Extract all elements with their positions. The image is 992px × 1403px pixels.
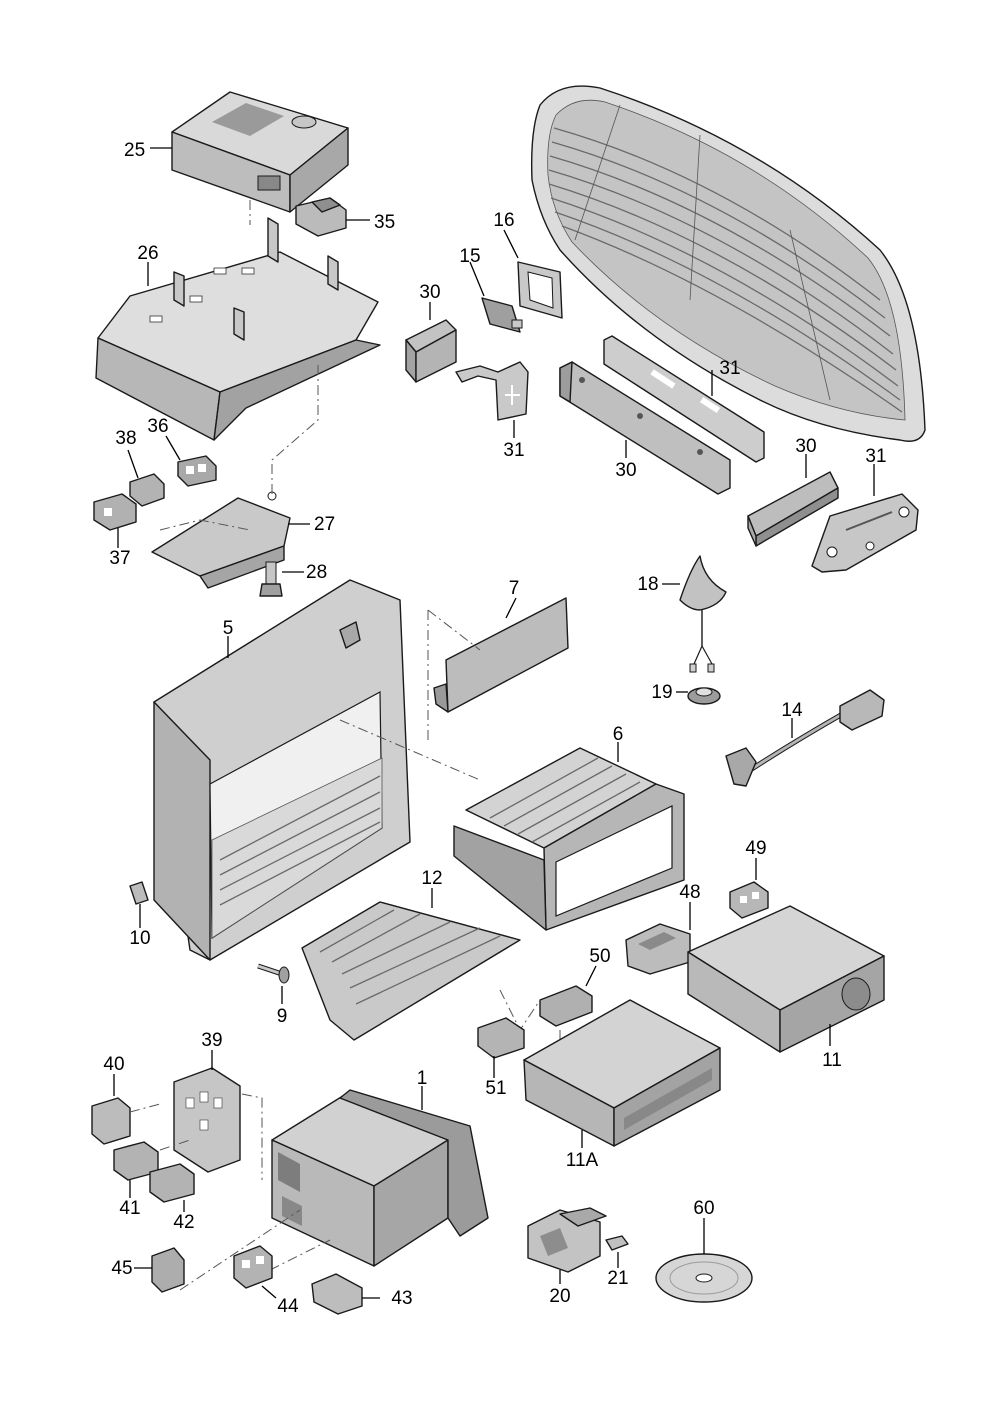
part-7-cover: [433, 597, 569, 713]
assembly-line: [271, 365, 319, 495]
part-label-35: 35: [374, 212, 395, 233]
part-label-21: 21: [607, 1268, 628, 1289]
part-10-clip: [129, 881, 149, 905]
part-label-50: 50: [589, 946, 610, 967]
part-43-bracket: [311, 1273, 363, 1315]
part-label-38: 38: [115, 428, 136, 449]
part-42-connector: [149, 1163, 195, 1203]
part-51-connector: [477, 1017, 525, 1059]
part-36-connector: [177, 455, 217, 487]
part-48-bracket: [625, 923, 691, 975]
leader-7: [505, 597, 517, 619]
part-label-1: 1: [417, 1068, 428, 1089]
leader-15: [469, 261, 485, 297]
part-label-31: 31: [865, 446, 886, 467]
leader-36: [165, 435, 181, 461]
part-27-module: [151, 491, 291, 589]
leader-38: [127, 449, 139, 479]
part-label-42: 42: [173, 1212, 194, 1233]
part-label-39: 39: [201, 1030, 222, 1051]
part-label-10: 10: [129, 928, 150, 949]
part-21-clip: [605, 1235, 629, 1251]
part-label-40: 40: [103, 1054, 124, 1075]
part-38-connector: [129, 473, 165, 507]
part-37-connector: [93, 493, 137, 531]
part-26-mounting-tray: [95, 217, 381, 441]
part-label-28: 28: [306, 562, 327, 583]
part-label-45: 45: [111, 1258, 132, 1279]
part-39-connector-housing: [173, 1067, 241, 1173]
part-label-27: 27: [314, 514, 335, 535]
part-50-connector: [539, 985, 593, 1027]
part-label-19: 19: [651, 682, 672, 703]
part-11-cd-changer: [687, 905, 885, 1053]
part-30-panel: [747, 471, 839, 547]
part-label-16: 16: [493, 210, 514, 231]
part-label-20: 20: [549, 1286, 570, 1307]
part-31-mount-plate: [811, 493, 919, 573]
part-49-connector: [729, 881, 769, 919]
part-label-25: 25: [124, 140, 145, 161]
part-label-31: 31: [719, 358, 740, 379]
part-label-51: 51: [485, 1078, 506, 1099]
part-label-18: 18: [637, 574, 658, 595]
leader-44: [261, 1285, 277, 1299]
part-label-43: 43: [391, 1288, 412, 1309]
part-31-strip: [603, 335, 765, 463]
assembly-line: [159, 519, 251, 531]
part-label-49: 49: [745, 838, 766, 859]
part-label-60: 60: [693, 1198, 714, 1219]
part-label-15: 15: [459, 246, 480, 267]
part-12-mat: [301, 901, 521, 1041]
part-5-housing: [153, 579, 411, 961]
part-28-bolt: [259, 561, 283, 597]
part-11A-radio-unit: [523, 999, 721, 1147]
part-9-screw: [257, 963, 290, 984]
part-label-26: 26: [137, 243, 158, 264]
part-label-48: 48: [679, 882, 700, 903]
assembly-line: [129, 1093, 331, 1291]
part-6-chassis: [453, 747, 685, 931]
rear-window-antenna: [531, 85, 926, 442]
leader-16: [503, 229, 519, 259]
part-16-bracket: [517, 261, 563, 319]
part-label-30: 30: [419, 282, 440, 303]
part-label-30: 30: [615, 460, 636, 481]
part-35-connector: [295, 197, 347, 237]
part-45-connector: [151, 1247, 185, 1293]
part-label-14: 14: [781, 700, 803, 721]
part-15-amplifier: [481, 297, 523, 333]
part-label-5: 5: [223, 618, 234, 639]
part-25-control-unit: [171, 91, 349, 213]
leader-50: [585, 965, 597, 987]
part-31-bracket-a: [455, 361, 529, 421]
part-label-6: 6: [613, 724, 624, 745]
part-label-11A: 11A: [566, 1150, 599, 1171]
part-44-connector: [233, 1245, 273, 1289]
part-label-44: 44: [277, 1296, 299, 1317]
part-30-module-b: [559, 361, 731, 495]
part-60-disc: [655, 1253, 753, 1303]
part-label-12: 12: [421, 868, 442, 889]
part-30-module-a: [405, 319, 457, 383]
part-40-connector: [91, 1097, 131, 1145]
part-label-7: 7: [509, 578, 520, 599]
part-20-relay: [527, 1207, 607, 1273]
assembly-line: [339, 719, 481, 781]
part-label-30: 30: [795, 436, 816, 457]
part-1-radio-display: [271, 1089, 489, 1267]
part-label-31: 31: [503, 440, 524, 461]
part-label-9: 9: [277, 1006, 288, 1027]
assembly-line: [427, 609, 481, 740]
part-18-fin-antenna: [679, 555, 727, 673]
part-label-41: 41: [119, 1198, 140, 1219]
part-label-37: 37: [109, 548, 130, 569]
part-label-11: 11: [822, 1050, 842, 1071]
part-label-36: 36: [147, 416, 168, 437]
part-14-cable: [725, 689, 885, 787]
part-19-grommet: [687, 687, 721, 705]
